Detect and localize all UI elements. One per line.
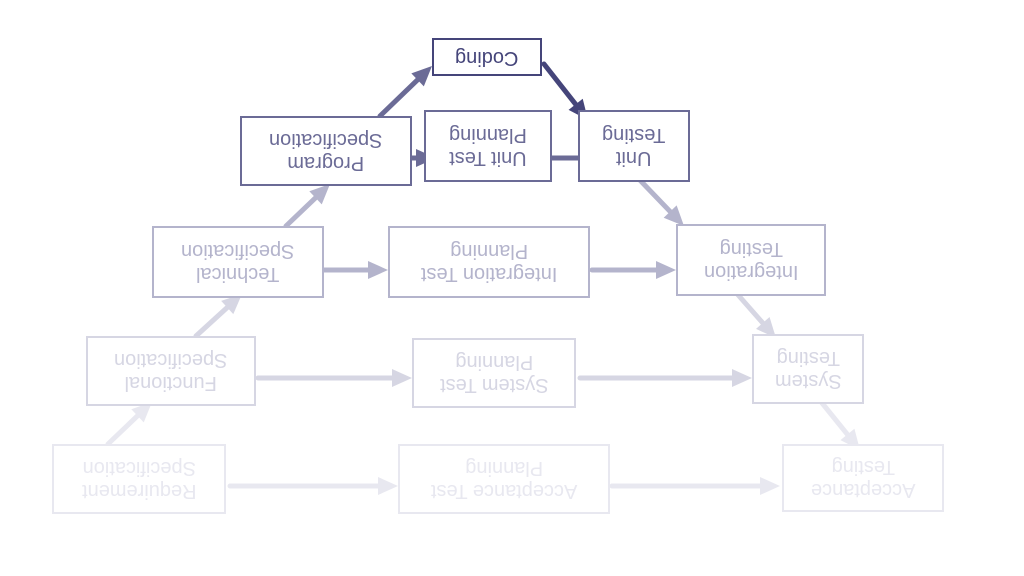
node-requirement-specification-line1: Requirement (81, 480, 197, 502)
node-integration-test-planning: Integration Test Planning (388, 226, 590, 298)
arrow-system-testing-to-acceptance (815, 395, 860, 450)
node-unit-testing-line2: Testing (602, 124, 666, 146)
node-requirement-specification: Requirement Specification (52, 444, 226, 514)
node-acceptance-test-planning-line1: Acceptance Test (430, 480, 578, 502)
arrow-technical-to-program (283, 184, 330, 229)
arrow-system-planning-to-testing (577, 369, 752, 387)
node-integration-testing-line1: Integration (703, 261, 799, 283)
node-system-test-planning-line2: Planning (455, 351, 533, 373)
node-unit-test-planning-line2: Planning (449, 124, 527, 146)
node-technical-specification: Technical Specification (152, 226, 324, 298)
node-technical-specification-line1: Technical (196, 263, 280, 285)
arrow-requirement-to-functional (105, 402, 152, 447)
arrow-unit-testing-to-integration (633, 173, 684, 226)
arrow-acceptance-planning-to-testing (609, 477, 780, 495)
node-unit-testing-line1: Unit (616, 147, 652, 169)
node-integration-testing-line2: Testing (719, 238, 783, 260)
node-unit-test-planning: Unit Test Planning (424, 110, 552, 182)
node-program-specification: Program Specification (240, 116, 412, 186)
arrow-functional-to-technical (193, 294, 242, 339)
node-system-testing: System Testing (752, 334, 864, 404)
node-acceptance-testing: Acceptance Testing (782, 444, 944, 512)
arrow-functional-to-system-planning (255, 369, 412, 387)
node-functional-specification-line2: Specification (114, 349, 228, 371)
node-acceptance-testing-line2: Testing (831, 456, 895, 478)
node-program-specification-line2: Specification (269, 129, 383, 151)
arrow-integration-planning-to-testing (589, 261, 676, 279)
node-program-specification-line1: Program (287, 152, 365, 174)
node-functional-specification-line1: Functional (124, 372, 218, 394)
node-functional-specification: Functional Specification (86, 336, 256, 406)
node-acceptance-test-planning: Acceptance Test Planning (398, 444, 610, 514)
arrow-program-to-coding (377, 66, 432, 119)
arrow-requirement-to-acceptance-planning (227, 477, 398, 495)
node-unit-test-planning-line1: Unit Test (449, 147, 527, 169)
node-coding: Coding (432, 38, 542, 76)
node-integration-test-planning-line2: Planning (450, 240, 528, 262)
node-requirement-specification-line2: Specification (82, 457, 196, 479)
node-technical-specification-line2: Specification (181, 240, 295, 262)
node-unit-testing: Unit Testing (578, 110, 690, 182)
node-integration-testing: Integration Testing (676, 224, 826, 296)
node-integration-test-planning-line1: Integration Test (420, 263, 558, 285)
node-coding-line1: Coding (455, 46, 519, 69)
node-acceptance-testing-line1: Acceptance (810, 479, 916, 501)
node-acceptance-test-planning-line2: Planning (465, 457, 543, 479)
node-system-testing-line2: Testing (776, 347, 840, 369)
node-system-test-planning-line1: System Test (439, 374, 549, 396)
node-system-testing-line1: System (774, 370, 842, 392)
node-system-test-planning: System Test Planning (412, 338, 576, 408)
